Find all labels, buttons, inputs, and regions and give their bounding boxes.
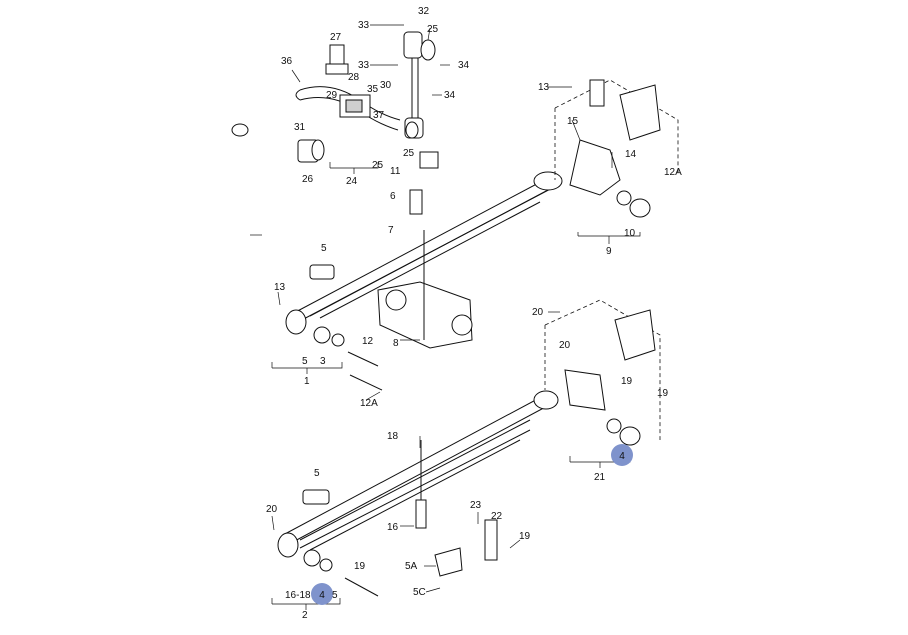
callout-13: 13 — [274, 282, 286, 293]
highlight-label-2: 4 — [319, 590, 325, 601]
highlight-marker-1[interactable]: 4 — [611, 444, 633, 466]
callout-2: 2 — [302, 610, 308, 621]
callout-10: 10 — [624, 228, 636, 239]
callout-8: 8 — [393, 338, 399, 349]
lower-front-bushings — [303, 549, 379, 597]
highlight-marker-2[interactable]: 4 — [311, 583, 333, 605]
callout-18: 18 — [387, 431, 399, 442]
callout-34b: 34 — [444, 90, 456, 101]
callout-34: 34 — [458, 60, 470, 71]
callout-33: 33 — [358, 20, 370, 31]
upper-leaf-spring — [285, 171, 563, 349]
callout-20b: 20 — [559, 340, 571, 351]
lower-bracket — [544, 299, 661, 446]
callout-30: 30 — [380, 80, 392, 91]
callout-28: 28 — [348, 72, 360, 83]
callout-20: 20 — [532, 307, 544, 318]
upper-bracket — [554, 79, 679, 218]
callout-5c: 5 — [314, 468, 320, 479]
callout-25b: 25 — [403, 148, 415, 159]
callout-7: 7 — [388, 225, 394, 236]
callout-5A: 5A — [405, 561, 418, 572]
stabilizer-assembly — [231, 31, 439, 169]
callout-32: 32 — [418, 6, 430, 17]
callout-29: 29 — [326, 90, 338, 101]
callout-19b: 19 — [657, 388, 669, 399]
callout-9: 9 — [606, 246, 612, 257]
callout-5b: 5 — [302, 356, 308, 367]
callout-19d: 19 — [354, 561, 366, 572]
callout-6: 6 — [390, 191, 396, 202]
callout-12: 12 — [362, 336, 374, 347]
callout-14: 14 — [625, 149, 637, 160]
callout-25c: 25 — [372, 160, 384, 171]
callout-labels: 32 33 25 34 27 36 33 28 30 35 34 29 37 3… — [266, 6, 682, 621]
callout-1: 1 — [304, 376, 310, 387]
callout-19: 19 — [621, 376, 633, 387]
callout-36: 36 — [281, 56, 293, 67]
callout-21: 21 — [594, 472, 606, 483]
callout-35: 35 — [367, 84, 379, 95]
lower-leaf-spring — [277, 390, 559, 558]
callout-12A-right: 12A — [664, 167, 682, 178]
leader-lines — [250, 24, 641, 610]
callout-23: 23 — [470, 500, 482, 511]
callout-5d: 5 — [332, 590, 338, 601]
callout-16: 16 — [387, 522, 399, 533]
upper-front-bushings — [313, 326, 383, 391]
callout-25: 25 — [427, 24, 439, 35]
callout-15: 15 — [567, 116, 579, 127]
callout-3: 3 — [320, 356, 326, 367]
callout-19c: 19 — [519, 531, 531, 542]
callout-31: 31 — [294, 122, 306, 133]
callout-12A: 12A — [360, 398, 378, 409]
callout-5: 5 — [321, 243, 327, 254]
highlight-label-1: 4 — [619, 451, 625, 462]
callout-27: 27 — [330, 32, 342, 43]
callout-11: 11 — [390, 166, 401, 177]
callout-22: 22 — [491, 511, 503, 522]
callout-20c: 20 — [266, 504, 278, 515]
callout-37: 37 — [373, 110, 385, 121]
loose-parts — [309, 264, 498, 577]
callout-33b: 33 — [358, 60, 370, 71]
callout-5C: 5C — [413, 587, 426, 598]
callout-26: 26 — [302, 174, 314, 185]
callout-16-18: 16-18 — [285, 590, 311, 601]
callout-13b: 13 — [538, 82, 550, 93]
callout-24: 24 — [346, 176, 358, 187]
